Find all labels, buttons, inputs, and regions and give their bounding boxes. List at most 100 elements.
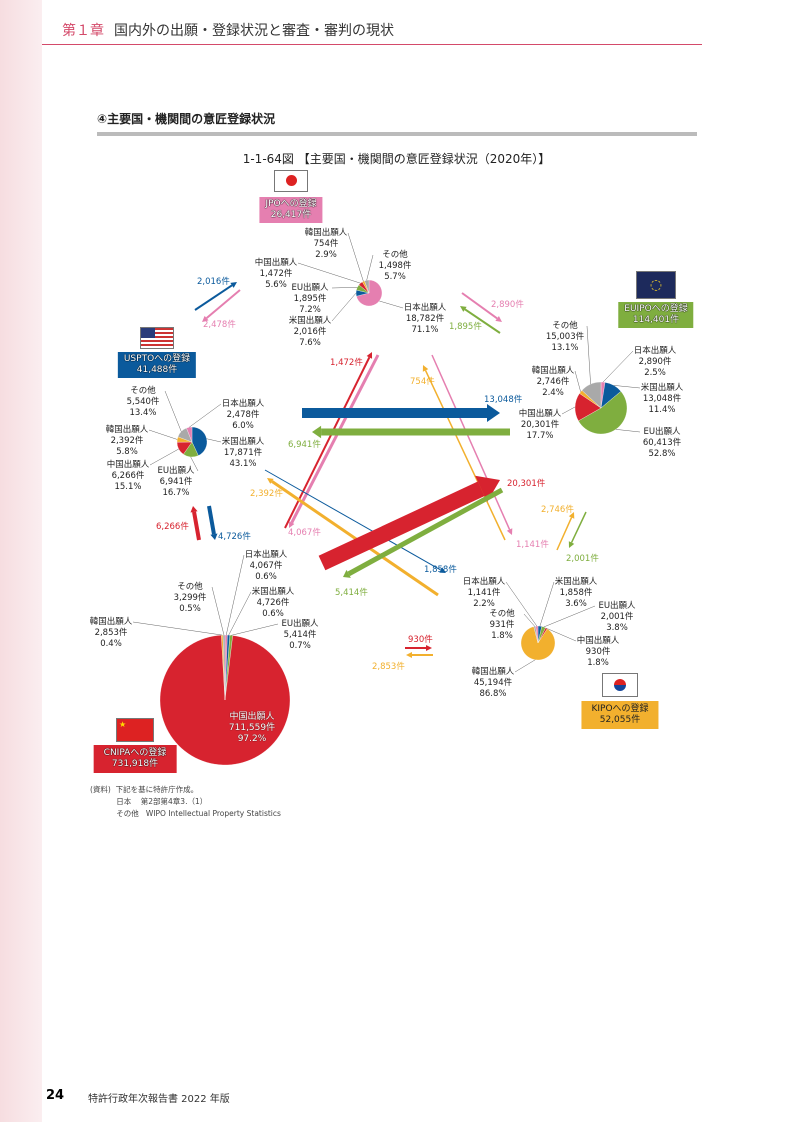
euipo-title: EUIPOへの登録: [624, 304, 688, 314]
pie-label-pct: 0.5%: [179, 604, 201, 614]
flow-label: 2,478件: [203, 320, 236, 330]
pie-jpo: [297, 232, 404, 322]
jpo-total: 26,417件: [270, 210, 312, 220]
pie-label-pct: 3.8%: [606, 623, 628, 633]
pie-label-pct: 5.8%: [116, 447, 138, 457]
flow-arrow-jp-to-cnipa: [289, 354, 380, 528]
pie-label-label: 米国出願人: [288, 316, 332, 326]
pie-label-label: 日本出願人: [462, 577, 506, 587]
cnipa-total: 731,918件: [111, 759, 159, 769]
pie-label-pct: 52.8%: [648, 449, 676, 459]
leader-line: [225, 554, 245, 636]
pie-label-label: 韓国出願人: [105, 425, 149, 435]
pie-slice: [520, 626, 556, 661]
eu-flag-icon: ◌: [636, 271, 676, 299]
source-line: (資料) 下記を基に特許庁作成。: [90, 785, 199, 794]
pie-label-pct: 7.6%: [299, 338, 321, 348]
flow-arrow-us-to-jpo: [194, 282, 237, 311]
section-divider: [97, 132, 697, 136]
pie-label-count: 2,392件: [110, 436, 144, 446]
pie-label-count: 13,048件: [642, 394, 682, 404]
leader-line: [149, 448, 179, 466]
chapter-header: 第１章国内外の出願・登録状況と審査・審判の現状: [62, 20, 394, 40]
flow-label: 1,472件: [330, 358, 363, 368]
flow-arrow-kr-to-cnipa: [406, 652, 433, 658]
pie-label-label: 日本出願人: [633, 346, 677, 356]
euipo-total: 114,401件: [632, 315, 680, 325]
pie-label-label: その他: [552, 321, 578, 331]
section-title: ④主要国・機関間の意匠登録状況: [97, 112, 276, 126]
flow-label: 4,726件: [218, 532, 251, 542]
flow-arrow-eu-to-uspto: [312, 425, 510, 439]
leader-line: [505, 581, 538, 627]
leader-line: [574, 370, 581, 392]
header-divider: [42, 44, 702, 45]
leader-line: [514, 659, 536, 673]
flow-label: 1,858件: [424, 565, 457, 575]
pie-label-pct: 2.4%: [542, 388, 564, 398]
pie-label-label: 中国出願人: [576, 636, 620, 646]
pie-label-pct: 2.5%: [644, 368, 666, 378]
flow-label: 6,266件: [156, 522, 189, 532]
flow-arrow-jp-to-euipo: [461, 292, 502, 322]
flow-label: 930件: [408, 635, 433, 645]
leader-line: [164, 390, 182, 432]
pie-label-count: 1,858件: [559, 588, 593, 598]
pie-label-label: 韓国出願人: [531, 366, 575, 376]
pie-label-label: 中国出願人: [518, 409, 562, 419]
pie-label-count: 5,414件: [283, 630, 317, 640]
japan-flag-icon: [274, 170, 308, 192]
leader-line: [331, 287, 358, 289]
leader-line: [379, 300, 404, 309]
pie-label-label: その他: [177, 582, 203, 592]
pie-label-count: 18,782件: [405, 314, 445, 324]
pie-label-count: 3,299件: [173, 593, 207, 603]
chapter-title: 国内外の出願・登録状況と審査・審判の現状: [114, 23, 394, 39]
pie-label-pct: 11.4%: [648, 405, 676, 415]
publication-name: 特許行政年次報告書 2022 年版: [88, 1094, 230, 1105]
leader-line: [206, 438, 222, 443]
pie-label-count: 1,472件: [259, 269, 293, 279]
korea-flag-icon: [602, 673, 638, 697]
flow-label: 754件: [410, 377, 435, 387]
leader-line: [615, 429, 641, 433]
pie-label-label: 日本出願人: [244, 550, 288, 560]
flow-arrow-eu-to-jpo: [460, 306, 501, 334]
pie-label-label: 中国出願人: [254, 258, 298, 268]
pie-label-label: EU出願人: [643, 427, 681, 437]
pie-label-pct: 0.4%: [100, 639, 122, 649]
pie-kipo: [505, 581, 596, 673]
kipo-total: 52,055件: [599, 715, 641, 725]
flow-arrow-us-to-kipo: [264, 469, 446, 573]
pie-label-pct: 1.8%: [491, 631, 513, 641]
pie-label-count: 6,266件: [111, 471, 145, 481]
flow-label: 2,016件: [197, 277, 230, 287]
pie-label-pct: 3.6%: [565, 599, 587, 609]
flow-label: 20,301件: [507, 479, 546, 489]
pie-label-pct: 16.7%: [162, 488, 190, 498]
leader-line: [602, 350, 634, 383]
flow-arrow-us-to-euipo: [302, 404, 500, 422]
pie-label-count: 2,746件: [536, 377, 570, 387]
